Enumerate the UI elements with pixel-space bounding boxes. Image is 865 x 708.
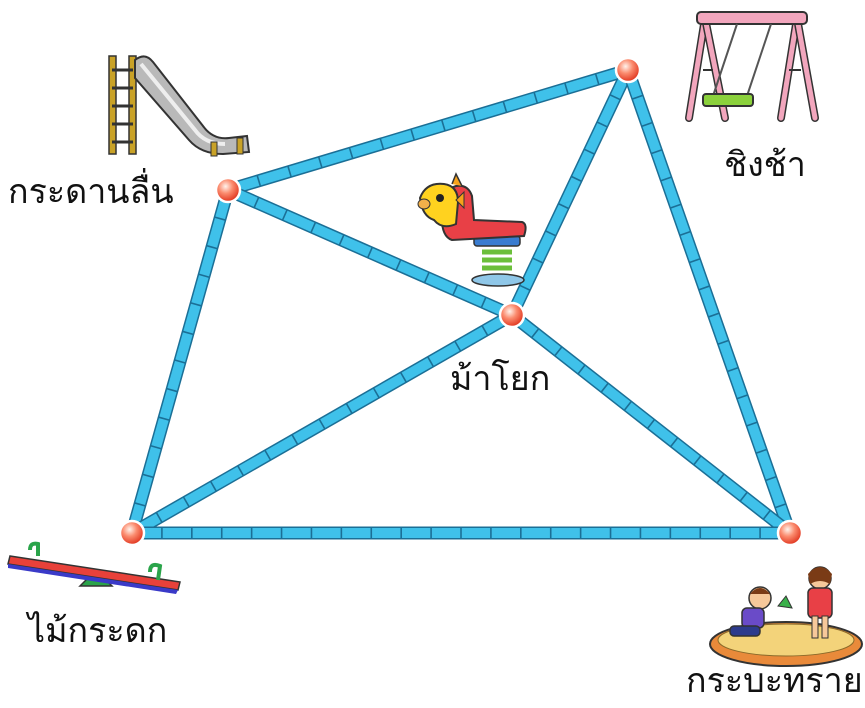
seesaw-icon — [8, 544, 180, 594]
node-seesaw — [120, 521, 144, 545]
path-seesaw-sandbox — [132, 528, 790, 539]
spring-rider-horse-icon — [418, 174, 526, 286]
children-sandbox-icon — [710, 567, 862, 666]
node-swing — [616, 58, 640, 82]
slide-icon — [109, 56, 249, 156]
path-slide-swing — [228, 70, 628, 190]
swing-label: ชิงช้า — [724, 148, 806, 182]
nodes-layer — [120, 58, 802, 545]
node-spring-horse — [500, 303, 524, 327]
sandbox-label: กระบะทราย — [686, 664, 863, 698]
path-swing-spring-horse — [512, 70, 628, 315]
node-sandbox — [778, 521, 802, 545]
node-slide — [216, 178, 240, 202]
slide-label: กระดานลื่น — [8, 175, 174, 209]
spring-horse-label: ม้าโยก — [450, 362, 550, 396]
swing-icon — [689, 12, 815, 118]
seesaw-label: ไม้กระดก — [28, 614, 167, 648]
